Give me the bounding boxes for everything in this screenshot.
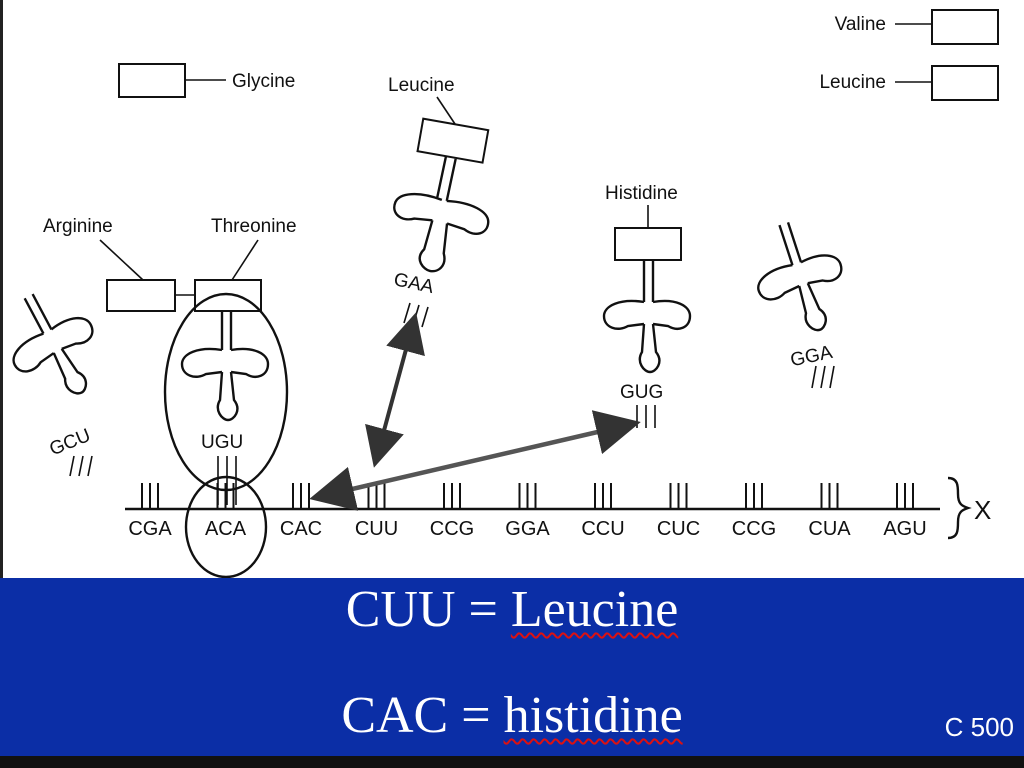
equation-cuu-leucine: CUU = Leucine	[0, 584, 1024, 636]
mrna-codon-6: GGA	[505, 483, 550, 540]
leucine-trna-cloverleaf	[393, 156, 490, 273]
anticodon-gcu: GCU	[47, 425, 94, 460]
equation-1-amino-acid: Leucine	[510, 581, 679, 638]
mrna-codon-label: ACA	[205, 518, 247, 540]
anticodon-gaa: GAA	[392, 269, 436, 298]
mrna-codon-label: AGU	[883, 518, 926, 540]
ribosome-small-subunit	[184, 475, 268, 579]
anticodon-ugu: UGU	[201, 432, 243, 453]
anticodon-gcu-bonds	[69, 455, 93, 477]
summary-banner	[0, 578, 1024, 756]
mrna-codon-8: CUC	[657, 483, 700, 540]
histidine-trna-cloverleaf	[602, 260, 692, 374]
equation-1-codon: CUU =	[345, 581, 511, 638]
leucine-trna-pointer	[436, 96, 456, 125]
mrna-brace	[947, 476, 972, 540]
arrow-histidine-to-cac	[309, 410, 641, 511]
threonine-trna-cloverleaf	[180, 312, 270, 422]
mrna-codon-label: CUA	[808, 518, 851, 540]
leucine-amino-acid-box	[416, 117, 490, 164]
anticodon-gug-bonds	[636, 405, 656, 428]
mrna-codon-2: ACA	[205, 483, 247, 540]
gcu-trna-cloverleaf	[12, 293, 94, 395]
arginine-label: Arginine	[43, 216, 113, 237]
equation-cac-histidine: CAC = histidine	[0, 690, 1024, 742]
mrna-codon-1: CGA	[128, 483, 172, 540]
mrna-codon-label: CAC	[280, 518, 322, 540]
threonine-label: Threonine	[211, 216, 297, 237]
mrna-codon-3: CAC	[280, 483, 322, 540]
mrna-codon-10: CUA	[808, 483, 851, 540]
ribosome-large-subunit	[163, 292, 289, 492]
mrna-codon-4: CUU	[355, 483, 398, 540]
threonine-pointer	[231, 239, 259, 281]
arginine-amino-acid-box	[106, 279, 176, 312]
mrna-codon-label: CCG	[732, 518, 776, 540]
gga-trna-cloverleaf	[757, 221, 843, 332]
bottom-border	[0, 756, 1024, 768]
slide-left-border	[0, 0, 3, 578]
anticodon-gaa-bonds	[403, 302, 429, 328]
anticodon-gga: GGA	[789, 342, 835, 371]
histidine-label: Histidine	[605, 183, 678, 204]
mrna-codon-label: CGA	[128, 518, 172, 540]
legend-leucine-box	[931, 65, 999, 101]
mrna-codon-label: CCU	[581, 518, 624, 540]
glycine-label: Glycine	[232, 71, 295, 92]
mrna-codon-9: CCG	[732, 483, 776, 540]
mrna-label-x: X	[974, 495, 991, 525]
legend-valine-label: Valine	[835, 14, 886, 35]
mrna-codons: CGA ACA CAC CUU CCG GGA CCU CUC CCG CUA AGU	[128, 483, 927, 540]
mrna-codon-label: GGA	[505, 518, 550, 540]
mrna-codon-11: AGU	[883, 483, 927, 540]
mrna-codon-5: CCG	[430, 483, 474, 540]
threonine-amino-acid-box	[194, 279, 262, 312]
mrna-codon-label: CCG	[430, 518, 474, 540]
glycine-box	[118, 63, 186, 98]
equation-2-codon: CAC =	[341, 687, 504, 744]
legend-leucine-label: Leucine	[819, 72, 886, 93]
anticodon-gug: GUG	[620, 382, 663, 403]
arrow-leucine-to-cuu	[365, 312, 425, 468]
leucine-trna-label: Leucine	[388, 75, 455, 96]
slide-code: C 500	[944, 712, 1014, 742]
mrna-codon-7: CCU	[581, 483, 625, 540]
mrna-codon-label: CUU	[355, 518, 398, 540]
histidine-amino-acid-box	[614, 227, 682, 261]
anticodon-gga-bonds	[811, 365, 835, 389]
mrna-codon-label: CUC	[657, 518, 700, 540]
legend-valine-box	[931, 9, 999, 45]
equation-2-amino-acid: histidine	[503, 687, 683, 744]
arginine-pointer	[99, 239, 144, 281]
